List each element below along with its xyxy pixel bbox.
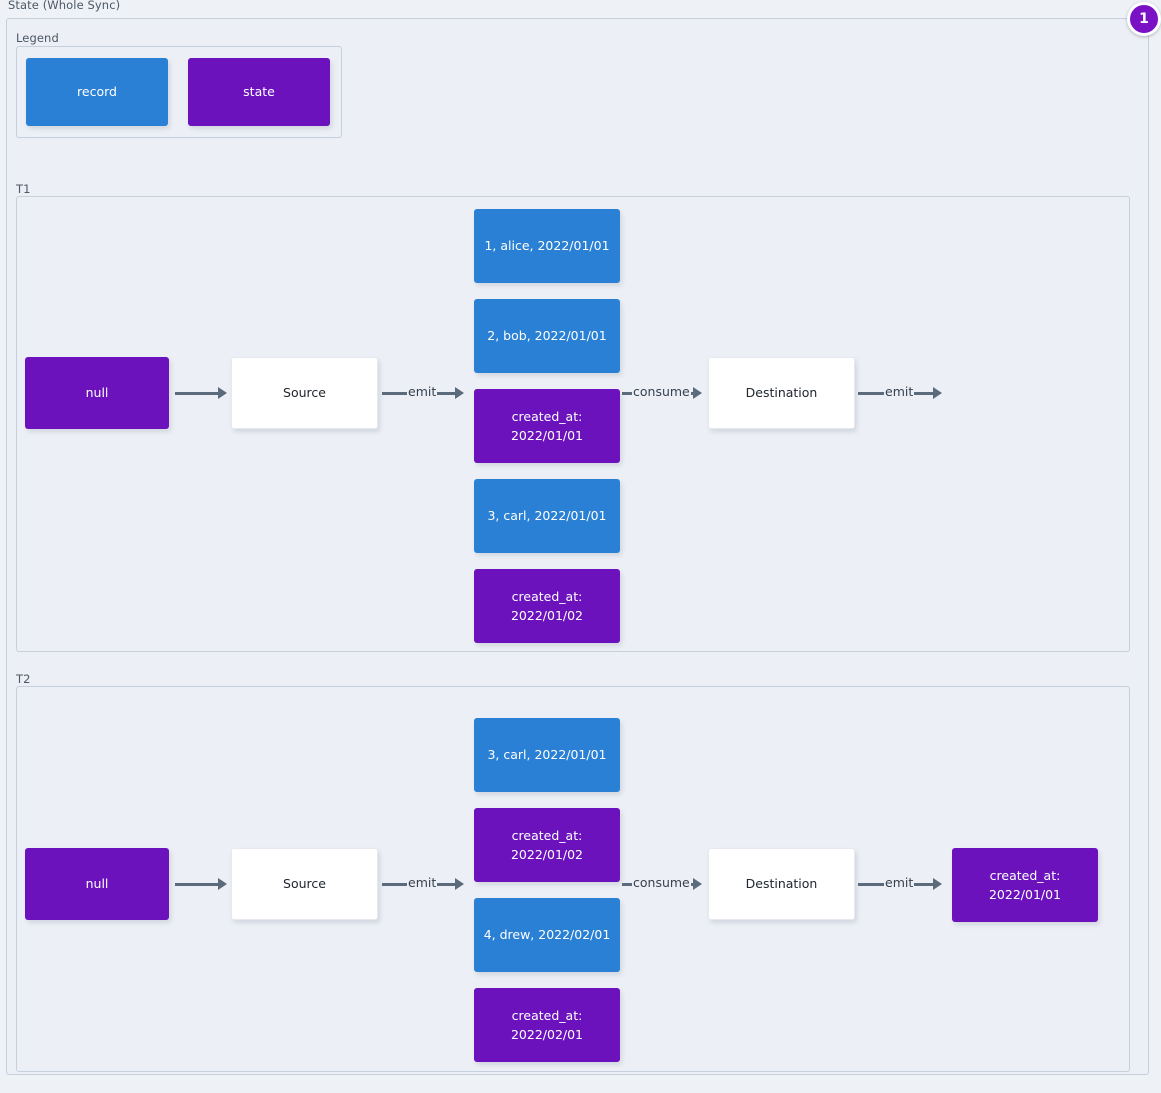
t2-final-state: created_at: 2022/01/01 <box>952 848 1098 922</box>
t1-stream-item-2: created_at: 2022/01/01 <box>474 389 620 463</box>
diagram-title: State (Whole Sync) <box>8 0 121 12</box>
t1-state-to-source-arrow <box>175 383 227 403</box>
t2-destination-emit-label: emit <box>885 874 914 890</box>
t1-destination: Destination <box>708 357 855 429</box>
t1-stream-item-0: 1, alice, 2022/01/01 <box>474 209 620 283</box>
t1-initial-state: null <box>25 357 169 429</box>
t1-destination-emit-label: emit <box>885 383 914 399</box>
t2-stream-item-1: created_at: 2022/01/02 <box>474 808 620 882</box>
t1-source: Source <box>231 357 378 429</box>
t2-initial-state: null <box>25 848 169 920</box>
t2-source-emit-label: emit <box>408 874 437 890</box>
legend-swatch-record: record <box>26 58 168 126</box>
t2-state-to-source-arrow <box>175 874 227 894</box>
t2-consume-label: consume <box>633 874 690 890</box>
t1-stream-item-4: created_at: 2022/01/02 <box>474 569 620 643</box>
t2-consume-arrow: consume <box>622 874 706 894</box>
t2-stream-item-3: created_at: 2022/02/01 <box>474 988 620 1062</box>
t1-consume-label: consume <box>633 383 690 399</box>
legend-swatch-state: state <box>188 58 330 126</box>
t2-source: Source <box>231 848 378 920</box>
t2-destination: Destination <box>708 848 855 920</box>
legend-title: Legend <box>16 31 59 45</box>
t1-consume-arrow: consume <box>622 383 706 403</box>
t1-stream-item-1: 2, bob, 2022/01/01 <box>474 299 620 373</box>
t2-destination-emit-arrow: emit <box>858 874 948 894</box>
t1-source-emit-arrow: emit <box>382 383 472 403</box>
t2-source-emit-arrow: emit <box>382 874 472 894</box>
section-title-t2: T2 <box>16 672 31 686</box>
t2-stream-item-0: 3, carl, 2022/01/01 <box>474 718 620 792</box>
step-badge: 1 <box>1127 2 1161 36</box>
section-title-t1: T1 <box>16 182 31 196</box>
t1-destination-emit-arrow: emit <box>858 383 948 403</box>
t1-stream-item-3: 3, carl, 2022/01/01 <box>474 479 620 553</box>
t2-stream-item-2: 4, drew, 2022/02/01 <box>474 898 620 972</box>
t1-source-emit-label: emit <box>408 383 437 399</box>
